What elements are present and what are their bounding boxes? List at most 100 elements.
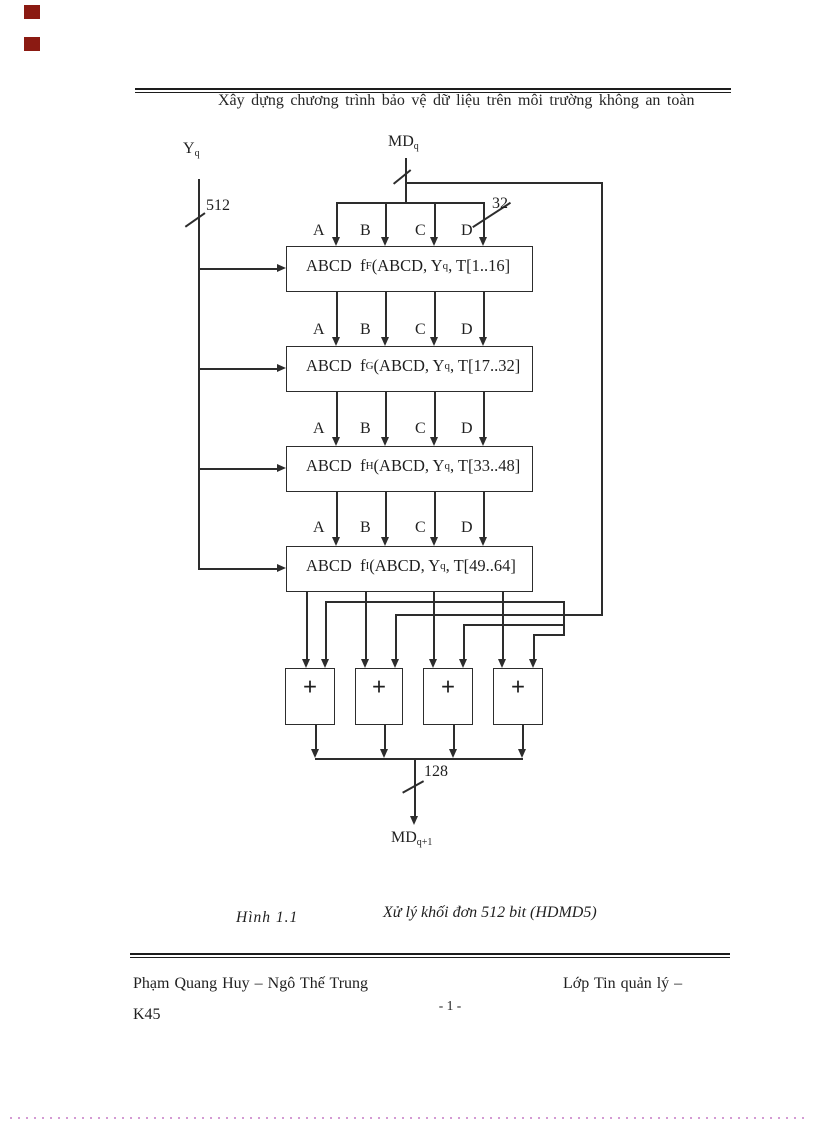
- arrowhead-right-icon: [277, 364, 286, 373]
- connector-line: [533, 634, 535, 660]
- connector-line: [434, 492, 436, 538]
- plus-symbol: +: [510, 674, 526, 701]
- round-text: (ABCD, Y: [373, 355, 445, 375]
- connector-line: [198, 568, 278, 570]
- arrowhead-down-icon: [459, 659, 468, 668]
- connector-line: [336, 492, 338, 538]
- md-in-label: MDq: [388, 133, 419, 152]
- register-label: D: [461, 321, 473, 338]
- connector-line: [601, 182, 603, 615]
- arrowhead-down-icon: [529, 659, 538, 668]
- arrowhead-down-icon: [391, 659, 400, 668]
- connector-line: [315, 758, 523, 760]
- connector-line: [325, 601, 564, 603]
- round-qsub: q: [444, 459, 450, 472]
- connector-line: [336, 291, 338, 338]
- connector-line: [198, 468, 278, 470]
- arrowhead-down-icon: [498, 659, 507, 668]
- connector-line: [405, 158, 407, 204]
- connector-line: [384, 725, 386, 750]
- round-text: ABCD f: [306, 455, 366, 475]
- connector-line: [336, 202, 338, 238]
- connector-line: [385, 291, 387, 338]
- connector-line: [463, 624, 465, 660]
- footer-rule-bottom: [130, 957, 730, 958]
- word-bits-label: 32: [492, 195, 508, 212]
- arrowhead-down-icon: [302, 659, 311, 668]
- arrowhead-down-icon: [381, 337, 390, 346]
- register-label: D: [461, 420, 473, 437]
- connector-line: [463, 624, 564, 626]
- round-text: ABCD f: [306, 555, 366, 575]
- header-rule-top: [135, 88, 731, 90]
- connector-line: [453, 725, 455, 750]
- bit-width-slash: [184, 212, 206, 228]
- plus-symbol: +: [371, 674, 387, 701]
- yq-sub: q: [194, 148, 200, 159]
- round-qsub: q: [440, 559, 446, 572]
- connector-line: [385, 492, 387, 538]
- yq-base: Y: [183, 140, 195, 157]
- header-title: Xây dựng chương trình bảo vệ dữ liệu trê…: [218, 92, 695, 109]
- register-label: A: [313, 420, 325, 437]
- connector-line: [483, 392, 485, 438]
- register-label: A: [313, 321, 325, 338]
- plus-symbol: +: [440, 674, 456, 701]
- md-out-sub: q+1: [416, 837, 433, 848]
- register-label: C: [415, 222, 426, 239]
- arrowhead-down-icon: [381, 237, 390, 246]
- connector-line: [434, 202, 436, 238]
- register-label: B: [360, 222, 371, 239]
- connector-line: [533, 634, 564, 636]
- arrowhead-down-icon: [380, 749, 389, 758]
- adder-box: +: [355, 668, 403, 725]
- round-fsub: G: [365, 359, 374, 372]
- round-text: , T[1..16]: [448, 255, 511, 275]
- arrowhead-down-icon: [430, 237, 439, 246]
- md-out-label: MDq+1: [391, 829, 432, 848]
- connector-line: [483, 492, 485, 538]
- connector-line: [414, 758, 416, 817]
- register-label: B: [360, 420, 371, 437]
- footer-authors: Phạm Quang Huy – Ngô Thế Trung: [133, 975, 369, 992]
- arrowhead-down-icon: [361, 659, 370, 668]
- red-marker: [24, 37, 40, 51]
- arrowhead-down-icon: [332, 537, 341, 546]
- adder-box: +: [285, 668, 335, 725]
- connector-line: [198, 368, 278, 370]
- page-bottom-dotted-rule: [10, 1117, 806, 1119]
- round-text: (ABCD, Y: [369, 555, 441, 575]
- arrowhead-down-icon: [430, 437, 439, 446]
- round-text: ABCD f: [306, 255, 366, 275]
- arrowhead-down-icon: [479, 237, 488, 246]
- round-text: , T[49..64]: [445, 555, 516, 575]
- footer-cohort: K45: [133, 1006, 161, 1023]
- register-label: C: [415, 519, 426, 536]
- connector-line: [483, 291, 485, 338]
- md-in-base: MD: [388, 133, 414, 150]
- figure-label: Hình 1.1: [236, 909, 299, 926]
- input-bits-label: 512: [206, 197, 230, 214]
- adder-box: +: [423, 668, 473, 725]
- arrowhead-down-icon: [518, 749, 527, 758]
- register-label: D: [461, 222, 473, 239]
- connector-line: [198, 179, 200, 569]
- arrowhead-down-icon: [332, 337, 341, 346]
- output-bits-label: 128: [424, 763, 448, 780]
- round-text: , T[33..48]: [449, 455, 521, 475]
- arrowhead-down-icon: [332, 437, 341, 446]
- connector-line: [336, 202, 484, 204]
- arrowhead-down-icon: [429, 659, 438, 668]
- connector-line: [385, 392, 387, 438]
- register-label: C: [415, 321, 426, 338]
- arrowhead-down-icon: [410, 816, 419, 825]
- round-text: (ABCD, Y: [371, 255, 443, 275]
- arrowhead-down-icon: [479, 337, 488, 346]
- input-label-yq: Yq: [183, 140, 200, 159]
- bit-width-slash: [402, 780, 424, 794]
- connector-line: [434, 392, 436, 438]
- connector-line: [522, 725, 524, 750]
- arrowhead-down-icon: [430, 337, 439, 346]
